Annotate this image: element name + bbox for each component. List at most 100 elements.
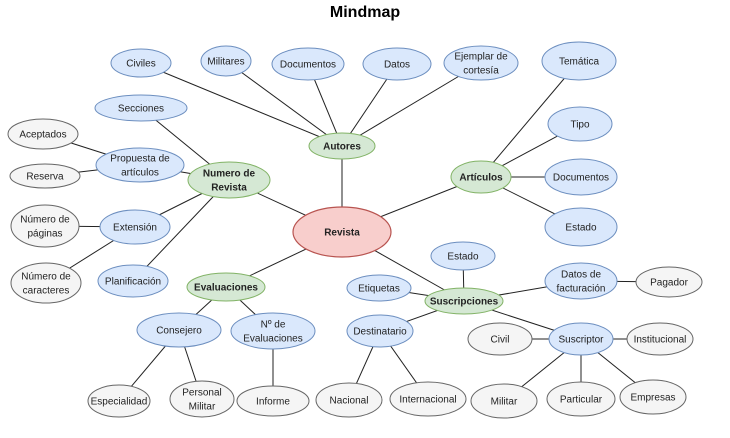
node-aceptados: Aceptados	[7, 118, 79, 150]
node-label-personal-militar: Personal	[182, 388, 221, 399]
node-label-ejemplar: cortesía	[463, 66, 499, 77]
node-label-especialidad: Especialidad	[91, 397, 148, 408]
node-label-revista: Revista	[324, 228, 360, 239]
node-shape-revista	[292, 206, 392, 258]
node-shape-num-caracteres	[10, 262, 82, 304]
node-label-documentos-b: Documentos	[553, 173, 609, 184]
node-shape-destinatario	[346, 314, 414, 348]
node-articulos: Artículos	[450, 160, 512, 194]
node-extension: Extensión	[99, 209, 171, 245]
node-shape-evaluaciones	[186, 272, 266, 302]
node-label-autores: Autores	[323, 142, 361, 153]
node-civil: Civil	[467, 322, 533, 356]
node-shape-civiles	[110, 48, 172, 78]
node-shape-personal-militar	[169, 380, 235, 418]
node-suscripciones: Suscripciones	[424, 287, 504, 315]
node-autores: Autores	[308, 132, 376, 160]
node-particular: Particular	[546, 381, 616, 417]
node-documentos-b: Documentos	[544, 158, 618, 196]
node-estado-sus: Estado	[430, 241, 496, 271]
node-especialidad: Especialidad	[87, 384, 151, 418]
node-label-secciones: Secciones	[118, 104, 164, 115]
node-shape-estado-art	[544, 207, 618, 247]
node-label-militar: Militar	[491, 397, 518, 408]
node-label-particular: Particular	[560, 395, 603, 406]
node-shape-datos	[362, 47, 432, 81]
node-shape-documentos-b	[544, 158, 618, 196]
node-shape-num-paginas	[10, 204, 80, 248]
node-shape-internacional	[389, 381, 467, 417]
node-shape-planificacion	[97, 264, 169, 298]
node-label-propuesta: artículos	[121, 168, 159, 179]
node-label-num-caracteres: Número de	[21, 272, 71, 283]
node-label-tematica: Temática	[559, 57, 599, 68]
node-documentos-a: Documentos	[271, 47, 345, 81]
node-secciones: Secciones	[94, 94, 188, 122]
node-ejemplar: Ejemplar de cortesía	[443, 45, 519, 81]
node-consejero: Consejero	[136, 312, 222, 348]
node-label-n-evaluaciones: Evaluaciones	[243, 334, 302, 345]
node-label-institucional: Institucional	[634, 335, 687, 346]
node-label-personal-militar: Militar	[189, 402, 216, 413]
node-nacional: Nacional	[315, 382, 383, 418]
node-militares: Militares	[200, 45, 252, 77]
node-shape-especialidad	[87, 384, 151, 418]
node-shape-suscriptor	[548, 322, 614, 356]
node-etiquetas: Etiquetas	[346, 274, 412, 302]
node-label-civiles: Civiles	[126, 59, 155, 70]
node-shape-institucional	[626, 322, 694, 356]
node-shape-datos-fact	[544, 262, 618, 300]
node-label-destinatario: Destinatario	[353, 327, 407, 338]
node-label-evaluaciones: Evaluaciones	[194, 283, 258, 294]
node-label-civil: Civil	[491, 335, 510, 346]
node-label-documentos-a: Documentos	[280, 60, 336, 71]
node-shape-militar	[470, 383, 538, 419]
node-pagador: Pagador	[635, 266, 703, 298]
node-shape-reserva	[9, 163, 81, 189]
node-suscriptor: Suscriptor	[548, 322, 614, 356]
node-institucional: Institucional	[626, 322, 694, 356]
node-label-num-paginas: Número de	[20, 215, 70, 226]
node-label-pagador: Pagador	[650, 278, 688, 289]
node-shape-articulos	[450, 160, 512, 194]
node-label-informe: Informe	[256, 397, 290, 408]
node-tematica: Temática	[541, 41, 617, 81]
node-label-estado-sus: Estado	[447, 252, 479, 263]
edge-articulos-tematica	[480, 60, 580, 178]
node-num-caracteres: Número de caracteres	[10, 262, 82, 304]
node-tipo: Tipo	[547, 106, 613, 142]
node-shape-n-evaluaciones	[230, 312, 316, 350]
node-label-consejero: Consejero	[156, 326, 202, 337]
node-shape-tematica	[541, 41, 617, 81]
node-label-datos-fact: facturación	[557, 284, 606, 295]
node-label-numero: Numero de	[203, 169, 256, 180]
node-label-militares: Militares	[207, 57, 244, 68]
node-label-ejemplar: Ejemplar de	[454, 52, 508, 63]
node-estado-art: Estado	[544, 207, 618, 247]
node-destinatario: Destinatario	[346, 314, 414, 348]
node-label-n-evaluaciones: Nº de	[261, 320, 286, 331]
node-shape-suscripciones	[424, 287, 504, 315]
node-label-planificacion: Planificación	[105, 277, 161, 288]
node-shape-numero	[187, 161, 271, 199]
diagram-title: Mindmap	[330, 4, 400, 21]
node-label-internacional: Internacional	[399, 395, 456, 406]
node-empresas: Empresas	[619, 379, 687, 415]
node-n-evaluaciones: Nº de Evaluaciones	[230, 312, 316, 350]
node-label-num-caracteres: caracteres	[23, 286, 70, 297]
node-shape-consejero	[136, 312, 222, 348]
node-shape-extension	[99, 209, 171, 245]
node-label-reserva: Reserva	[26, 172, 64, 183]
node-militar: Militar	[470, 383, 538, 419]
node-label-extension: Extensión	[113, 223, 157, 234]
node-internacional: Internacional	[389, 381, 467, 417]
node-label-datos: Datos	[384, 60, 410, 71]
node-reserva: Reserva	[9, 163, 81, 189]
